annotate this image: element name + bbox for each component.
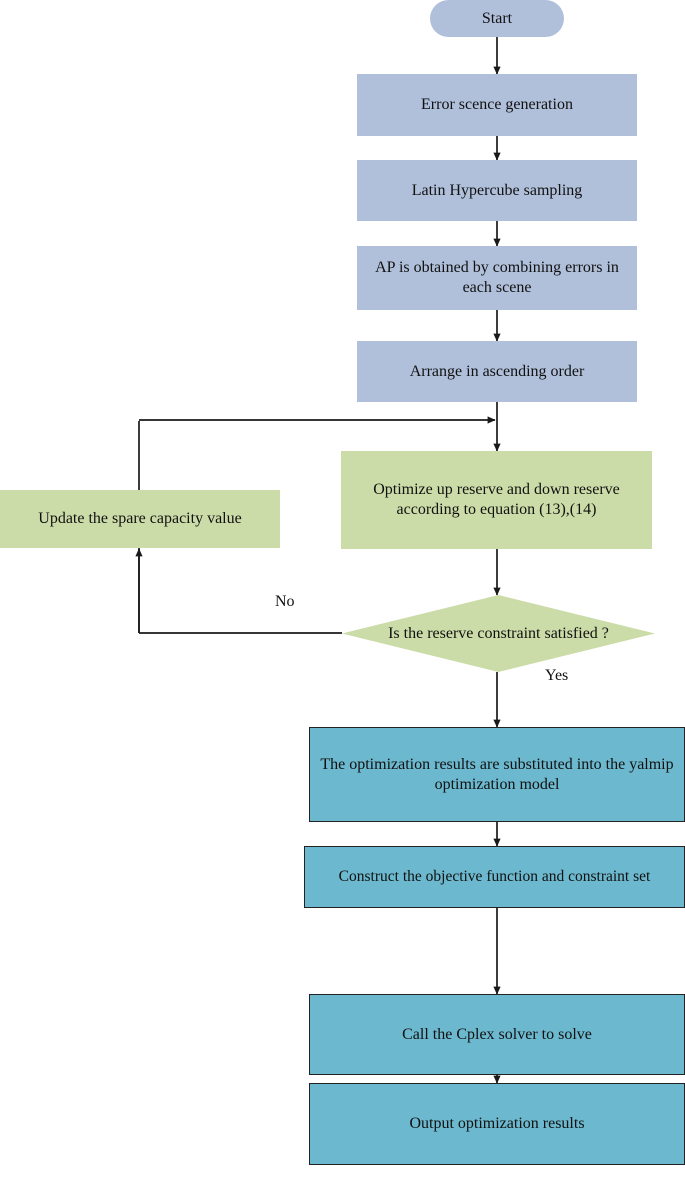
- node-start[interactable]: Start: [430, 0, 564, 37]
- node-latin-hypercube-sampling-label: Latin Hypercube sampling: [411, 181, 583, 199]
- node-substitute-yalmip-model-label: The optimization results are substituted…: [320, 755, 674, 793]
- node-output-optimization-results-label: Output optimization results: [409, 1115, 585, 1133]
- node-arrange-ascending-order[interactable]: Arrange in ascending order: [357, 341, 637, 402]
- edge-label-no: No: [275, 593, 295, 610]
- node-call-cplex-solver[interactable]: Call the Cplex solver to solve: [309, 994, 685, 1075]
- node-ap-combining-errors[interactable]: AP is obtained by combining errors in ea…: [357, 246, 637, 310]
- node-arrange-ascending-order-label: Arrange in ascending order: [409, 362, 585, 380]
- node-update-spare-capacity[interactable]: Update the spare capacity value: [0, 490, 280, 548]
- node-ap-combining-errors-label: AP is obtained by combining errors in ea…: [375, 259, 619, 296]
- node-output-optimization-results[interactable]: Output optimization results: [309, 1083, 685, 1165]
- node-substitute-yalmip-model[interactable]: The optimization results are substituted…: [309, 727, 685, 822]
- node-call-cplex-solver-label: Call the Cplex solver to solve: [402, 1025, 592, 1043]
- node-start-label: Start: [481, 9, 513, 27]
- node-construct-objective-function[interactable]: Construct the objective function and con…: [304, 846, 685, 908]
- node-optimize-reserve-label: Optimize up reserve and down reserve acc…: [373, 481, 620, 518]
- node-reserve-constraint-decision[interactable]: Is the reserve constraint satisfied ?: [342, 595, 655, 672]
- node-update-spare-capacity-label: Update the spare capacity value: [38, 510, 242, 528]
- node-error-scene-generation-label: Error scence generation: [421, 96, 573, 114]
- edge-label-yes: Yes: [545, 667, 569, 684]
- node-error-scene-generation[interactable]: Error scence generation: [357, 74, 637, 136]
- diamond-shape: [342, 595, 655, 672]
- node-reserve-constraint-decision-label: Is the reserve constraint satisfied ?: [388, 624, 609, 642]
- node-optimize-reserve[interactable]: Optimize up reserve and down reserve acc…: [341, 451, 652, 549]
- node-construct-objective-function-label: Construct the objective function and con…: [338, 867, 651, 885]
- node-latin-hypercube-sampling[interactable]: Latin Hypercube sampling: [357, 160, 637, 221]
